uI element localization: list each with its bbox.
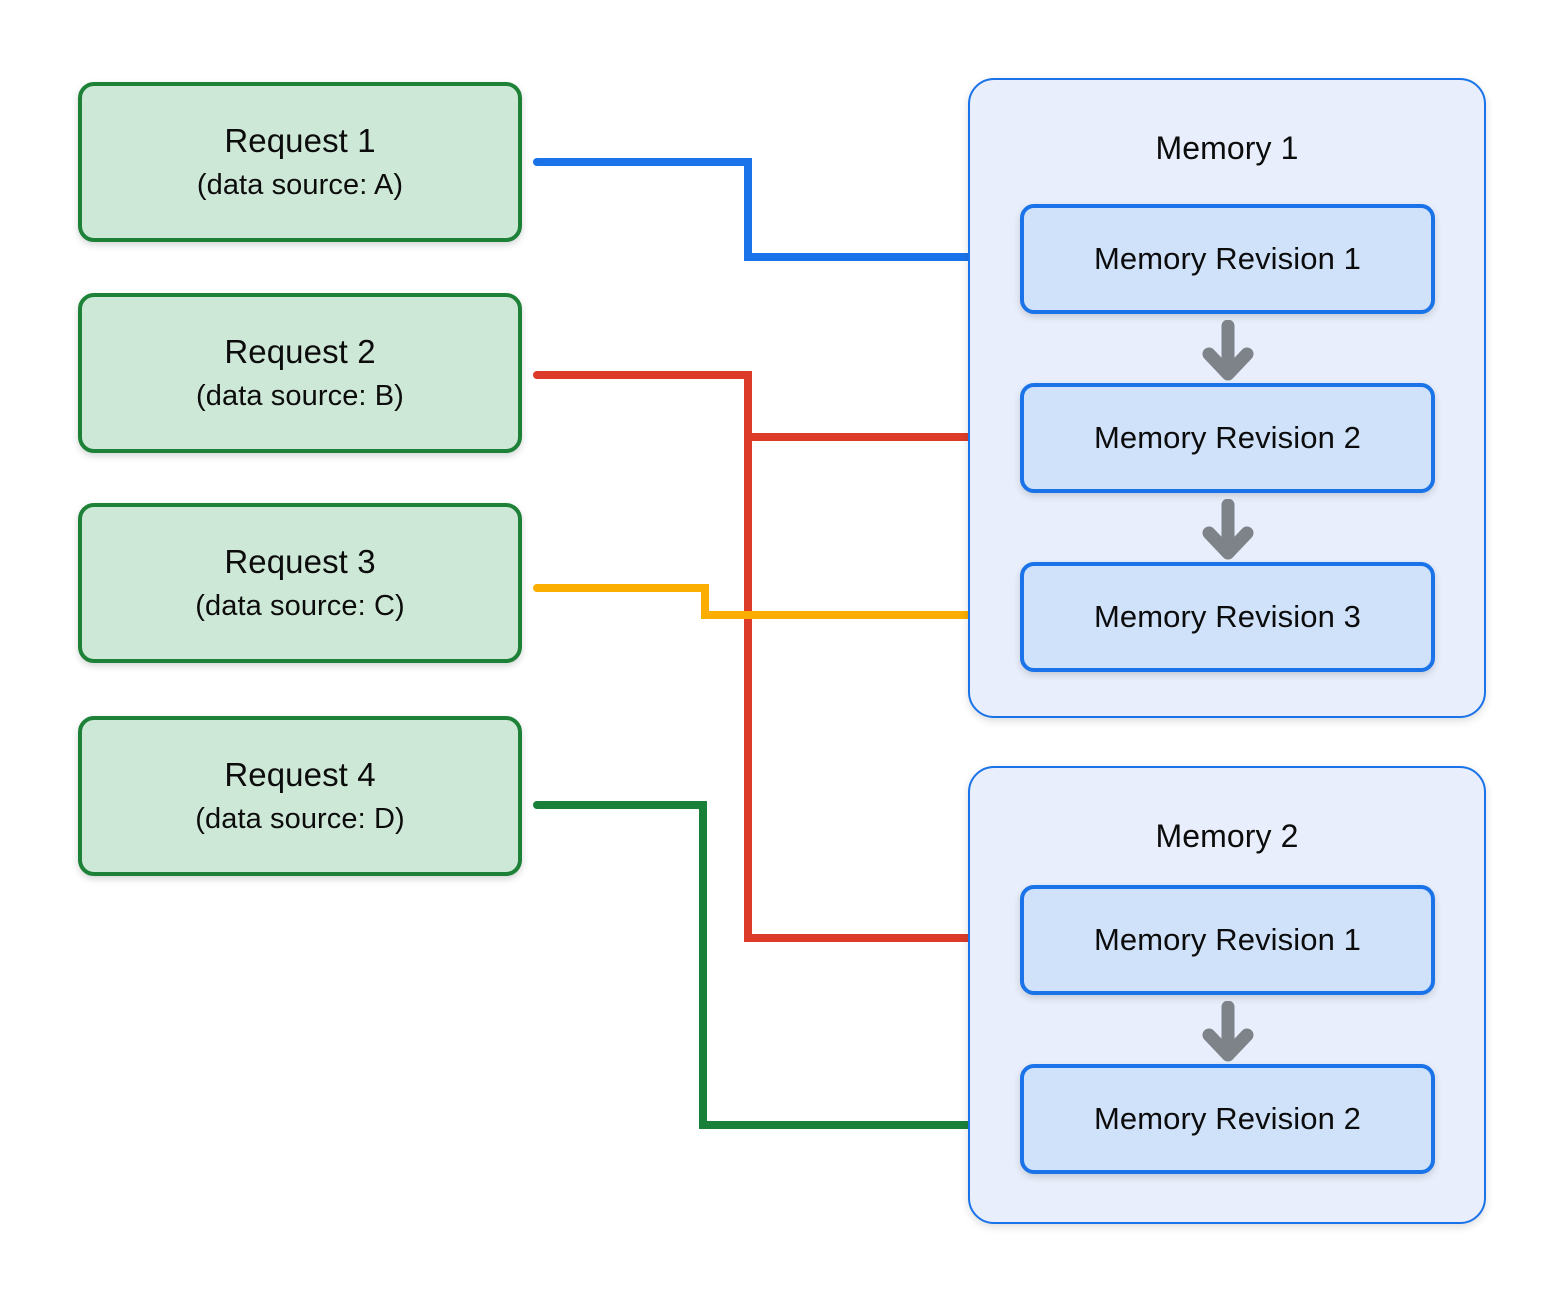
down-arrow-icon bbox=[1202, 1001, 1254, 1062]
memory-title: Memory 2 bbox=[1155, 818, 1299, 854]
request-subtitle: (data source: A) bbox=[196, 169, 404, 201]
revision-box-memory1-1[interactable]: Memory Revision 1 bbox=[1020, 204, 1435, 314]
down-arrow-icon bbox=[1202, 320, 1254, 381]
request-subtitle: (data source: D) bbox=[195, 803, 405, 835]
revision-label: Memory Revision 1 bbox=[1093, 241, 1361, 276]
connector-request-3 bbox=[533, 584, 1013, 637]
revision-label: Memory Revision 3 bbox=[1093, 599, 1361, 634]
memory-container-1[interactable]: Memory 1 Memory Revision 1 Memory Revisi… bbox=[968, 78, 1486, 718]
revision-label: Memory Revision 2 bbox=[1093, 1101, 1361, 1136]
revision-box-memory1-3[interactable]: Memory Revision 3 bbox=[1020, 562, 1435, 672]
request-subtitle: (data source: B) bbox=[196, 380, 404, 412]
memory-container-2[interactable]: Memory 2 Memory Revision 1 Memory Revisi… bbox=[968, 766, 1486, 1224]
request-title: Request 3 bbox=[224, 542, 376, 580]
request-title: Request 2 bbox=[224, 332, 376, 370]
revision-box-memory2-1[interactable]: Memory Revision 1 bbox=[1020, 885, 1435, 995]
request-box-2[interactable]: Request 2 (data source: B) bbox=[78, 293, 522, 453]
request-box-3[interactable]: Request 3 (data source: C) bbox=[78, 503, 522, 663]
request-title: Request 4 bbox=[224, 755, 376, 793]
request-box-1[interactable]: Request 1 (data source: A) bbox=[78, 82, 522, 242]
connector-request-1 bbox=[533, 158, 1013, 279]
revision-box-memory2-2[interactable]: Memory Revision 2 bbox=[1020, 1064, 1435, 1174]
revision-label: Memory Revision 1 bbox=[1093, 922, 1361, 957]
revision-label: Memory Revision 2 bbox=[1093, 420, 1361, 455]
request-subtitle: (data source: C) bbox=[195, 590, 405, 622]
down-arrow-icon bbox=[1202, 499, 1254, 560]
request-box-4[interactable]: Request 4 (data source: D) bbox=[78, 716, 522, 876]
memory-title: Memory 1 bbox=[1155, 130, 1299, 166]
connector-request-4 bbox=[533, 801, 1013, 1147]
connector-request-2 bbox=[533, 371, 1013, 960]
request-title: Request 1 bbox=[224, 121, 376, 159]
revision-box-memory1-2[interactable]: Memory Revision 2 bbox=[1020, 383, 1435, 493]
